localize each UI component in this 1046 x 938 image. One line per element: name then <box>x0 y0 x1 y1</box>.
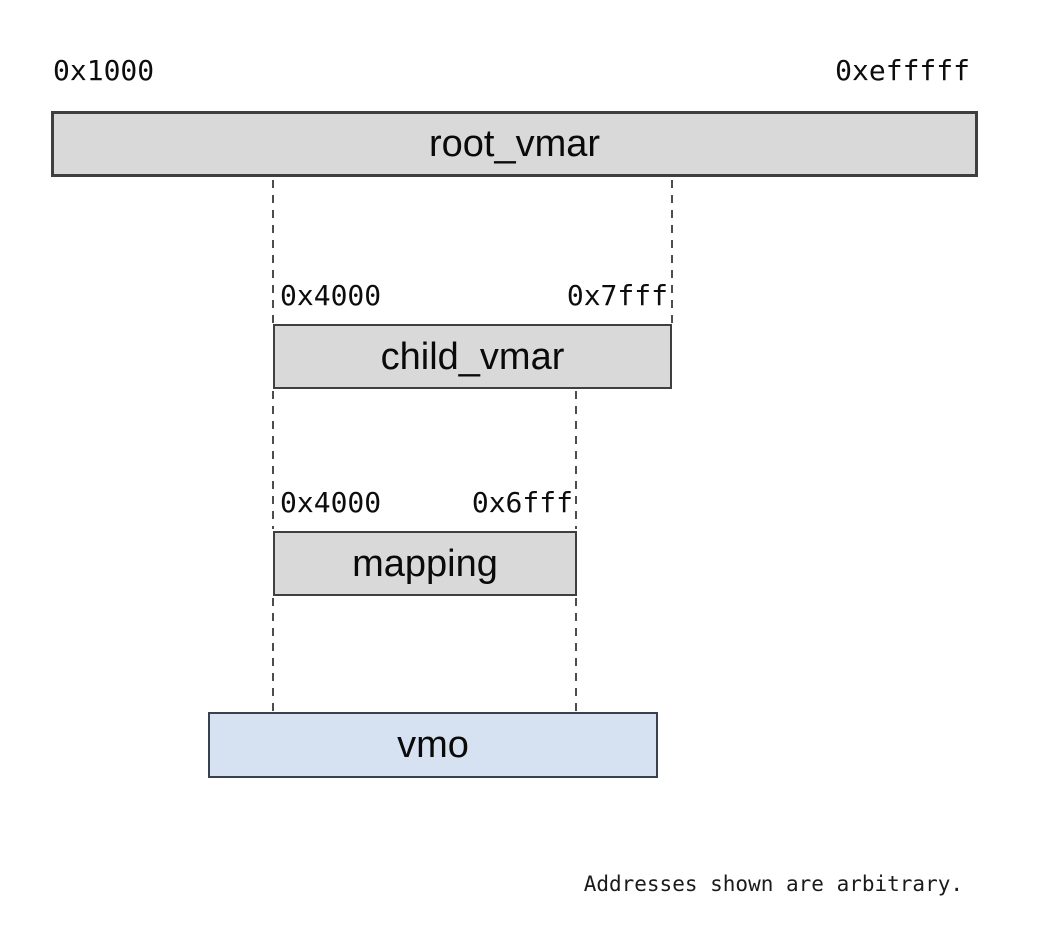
address-label-root-end: 0xefffff <box>835 54 970 87</box>
root-vmar-box: root_vmar <box>51 111 978 177</box>
mapping-box: mapping <box>273 531 577 596</box>
address-label-root-start: 0x1000 <box>53 54 155 87</box>
dashed-line-child-to-mapping-left <box>272 391 274 529</box>
mapping-label: mapping <box>352 542 498 585</box>
child-vmar-box: child_vmar <box>273 324 672 389</box>
address-label-child-end: 0x7fff <box>566 279 668 312</box>
dashed-line-mapping-to-vmo-left <box>272 598 274 711</box>
address-label-mapping-end: 0x6fff <box>471 486 573 519</box>
dashed-line-mapping-to-vmo-right <box>575 598 577 711</box>
address-label-mapping-start: 0x4000 <box>280 486 382 519</box>
dashed-line-root-to-child-left <box>272 180 274 324</box>
vmo-label: vmo <box>397 724 469 766</box>
vmo-box: vmo <box>208 712 658 778</box>
child-vmar-label: child_vmar <box>380 335 565 378</box>
dashed-line-root-to-child-right <box>671 180 673 324</box>
footnote-text: Addresses shown are arbitrary. <box>583 872 963 896</box>
dashed-line-child-to-mapping-right <box>575 391 577 529</box>
address-label-child-start: 0x4000 <box>280 279 382 312</box>
root-vmar-label: root_vmar <box>428 123 601 165</box>
